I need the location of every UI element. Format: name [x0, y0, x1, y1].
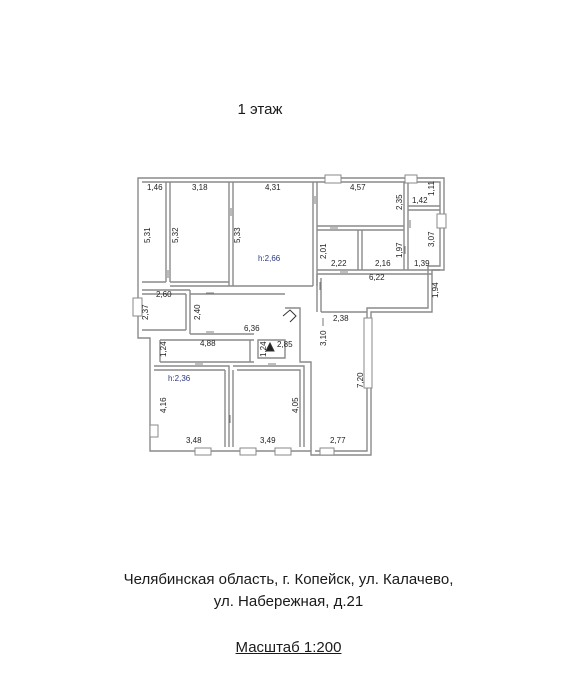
window	[239, 447, 257, 456]
partition	[257, 339, 286, 359]
dim-label: 1,24	[259, 341, 268, 357]
floor-title: 1 этаж	[237, 101, 283, 118]
window	[324, 174, 342, 184]
dim-label: 4,57	[350, 183, 366, 192]
dim-label: 2,35	[395, 194, 404, 210]
partition	[154, 369, 301, 447]
dim-label: 7,20	[356, 372, 365, 388]
height-label: h:2,36	[168, 374, 191, 383]
dim-label: 2,16	[375, 259, 391, 268]
window	[319, 447, 335, 456]
dim-label: 3,48	[186, 436, 202, 445]
partition	[142, 281, 313, 287]
window	[274, 447, 292, 456]
partition	[285, 307, 312, 451]
dimension-labels: 1,46 3,18 4,31 4,57 1,42 1,11 5,31 5,32 …	[141, 180, 440, 445]
dim-label: 2,60	[156, 290, 172, 299]
height-label: h:2,66	[258, 254, 281, 263]
dim-label: 2,85	[277, 340, 293, 349]
dim-label: 4,88	[200, 339, 216, 348]
dim-label: 5,33	[233, 227, 242, 243]
window	[436, 213, 447, 229]
windows	[132, 174, 447, 456]
dim-label: 1,39	[414, 259, 430, 268]
partition	[317, 230, 440, 275]
doors	[167, 196, 411, 423]
partition	[165, 182, 318, 286]
dim-label: 1,42	[412, 196, 428, 205]
dim-label: 1,24	[159, 341, 168, 357]
dim-label: 1,11	[427, 180, 436, 196]
dim-label: 4,05	[291, 397, 300, 413]
dim-label: 2,37	[141, 304, 150, 320]
dim-label: 1,46	[147, 183, 163, 192]
partition	[317, 182, 409, 270]
window	[194, 447, 212, 456]
dim-label: 4,31	[265, 183, 281, 192]
stairs	[265, 309, 297, 352]
window	[149, 424, 159, 438]
outer-wall	[137, 177, 445, 456]
dim-label: 2,01	[319, 243, 328, 259]
dim-label: 5,31	[143, 227, 152, 243]
dim-label: 2,38	[333, 314, 349, 323]
partition	[408, 205, 440, 211]
dim-label: 5,32	[171, 227, 180, 243]
partition	[142, 289, 191, 334]
window	[404, 174, 418, 184]
partition	[154, 365, 305, 447]
dim-label: 3,18	[192, 183, 208, 192]
height-labels: h:2,66 h:2,36	[168, 254, 281, 383]
stairs-arrow-icon	[265, 341, 275, 352]
scale-label: Масштаб 1:200	[235, 639, 342, 656]
outer-wall-inner	[142, 181, 441, 452]
address-line-1: Челябинская область, г. Копейск, ул. Кал…	[123, 571, 454, 588]
partition	[190, 293, 285, 335]
dim-label: 2,22	[331, 259, 347, 268]
dim-label: 1,97	[395, 242, 404, 258]
partition	[316, 274, 367, 313]
dim-label: 3,07	[427, 231, 436, 247]
partition	[159, 339, 254, 363]
address-line-2: ул. Набережная, д.21	[213, 593, 364, 610]
dim-label: 3,49	[260, 436, 276, 445]
dim-label: 4,16	[159, 397, 168, 413]
dim-label: 2,40	[193, 304, 202, 320]
dim-label: 1,94	[431, 282, 440, 298]
dim-label: 6,22	[369, 273, 385, 282]
walls	[137, 177, 445, 456]
dim-label: 2,77	[330, 436, 346, 445]
window	[363, 317, 373, 389]
dim-label: 3,10	[319, 330, 328, 346]
dim-label: 6,36	[244, 324, 260, 333]
window	[132, 297, 143, 317]
